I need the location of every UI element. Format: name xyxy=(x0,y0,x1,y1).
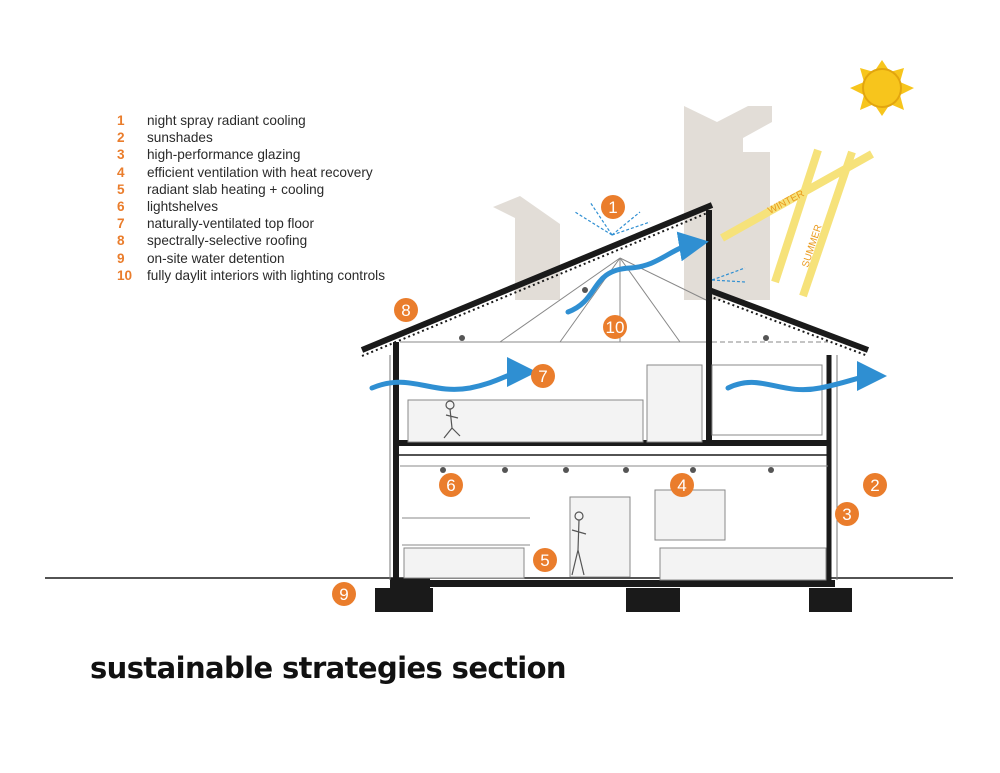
roof xyxy=(360,202,870,357)
legend-item: 8 spectrally-selective roofing xyxy=(117,232,385,249)
legend-number: 4 xyxy=(117,164,125,180)
legend-label: on-site water detention xyxy=(147,250,285,266)
svg-text:10: 10 xyxy=(606,318,625,337)
legend-number: 10 xyxy=(117,267,133,283)
structure xyxy=(389,210,838,582)
legend-number: 8 xyxy=(117,233,125,249)
legend-label: sunshades xyxy=(147,130,213,146)
foundations xyxy=(375,578,852,612)
callout-6: 6 xyxy=(439,473,463,497)
legend-label: spectrally-selective roofing xyxy=(147,233,308,249)
legend-number: 2 xyxy=(117,130,125,146)
svg-text:5: 5 xyxy=(540,551,549,570)
legend-label: naturally-ventilated top floor xyxy=(147,216,314,232)
svg-text:3: 3 xyxy=(842,505,851,524)
spray-lines xyxy=(574,201,746,283)
interior-furniture xyxy=(403,364,827,581)
legend-label: fully daylit interiors with lighting con… xyxy=(147,267,385,283)
callout-10: 10 xyxy=(603,315,627,339)
legend-label: night spray radiant cooling xyxy=(147,113,306,128)
legend-label: efficient ventilation with heat recovery xyxy=(147,164,373,180)
legend-item: 4 efficient ventilation with heat recover… xyxy=(117,164,385,181)
legend-item: 5 radiant slab heating + cooling xyxy=(117,181,385,198)
legend-item: 10 fully daylit interiors with lighting c… xyxy=(117,267,385,284)
air-flow-arrows xyxy=(369,231,887,393)
legend-number: 1 xyxy=(117,113,125,128)
svg-text:7: 7 xyxy=(538,367,547,386)
legend-item: 2 sunshades xyxy=(117,129,385,146)
callout-2: 2 xyxy=(863,473,887,497)
svg-text:8: 8 xyxy=(401,301,410,320)
svg-text:4: 4 xyxy=(677,476,686,495)
sun-rays xyxy=(720,148,874,298)
legend-label: lightshelves xyxy=(147,198,219,214)
callout-1: 1 xyxy=(601,195,625,219)
legend-number: 3 xyxy=(117,147,125,163)
legend-item: 6 lightshelves xyxy=(117,198,385,215)
callout-4: 4 xyxy=(670,473,694,497)
person-figures xyxy=(443,400,587,576)
diagram-title: sustainable strategies section xyxy=(90,651,567,685)
callout-5: 5 xyxy=(533,548,557,572)
legend-item: 7 naturally-ventilated top floor xyxy=(117,215,385,232)
callout-7: 7 xyxy=(531,364,555,388)
legend-number: 6 xyxy=(117,198,125,214)
svg-text:6: 6 xyxy=(446,476,455,495)
legend-item: 3 high-performance glazing xyxy=(117,146,385,163)
sun-icon xyxy=(850,60,914,116)
legend-item: 1 night spray radiant cooling xyxy=(117,112,385,129)
legend-item: 9 on-site water detention xyxy=(117,250,385,267)
svg-text:9: 9 xyxy=(339,585,348,604)
callout-9: 9 xyxy=(332,582,356,606)
svg-text:2: 2 xyxy=(870,476,879,495)
legend-number: 5 xyxy=(117,181,125,197)
legend-label: high-performance glazing xyxy=(147,147,301,163)
svg-text:1: 1 xyxy=(608,198,617,217)
legend-number: 7 xyxy=(117,216,125,232)
neighbor-building xyxy=(493,106,772,300)
light-fixtures xyxy=(440,287,774,473)
legend-number: 9 xyxy=(117,250,125,266)
callout-3: 3 xyxy=(835,502,859,526)
callout-8: 8 xyxy=(394,298,418,322)
legend-label: radiant slab heating + cooling xyxy=(147,181,325,197)
